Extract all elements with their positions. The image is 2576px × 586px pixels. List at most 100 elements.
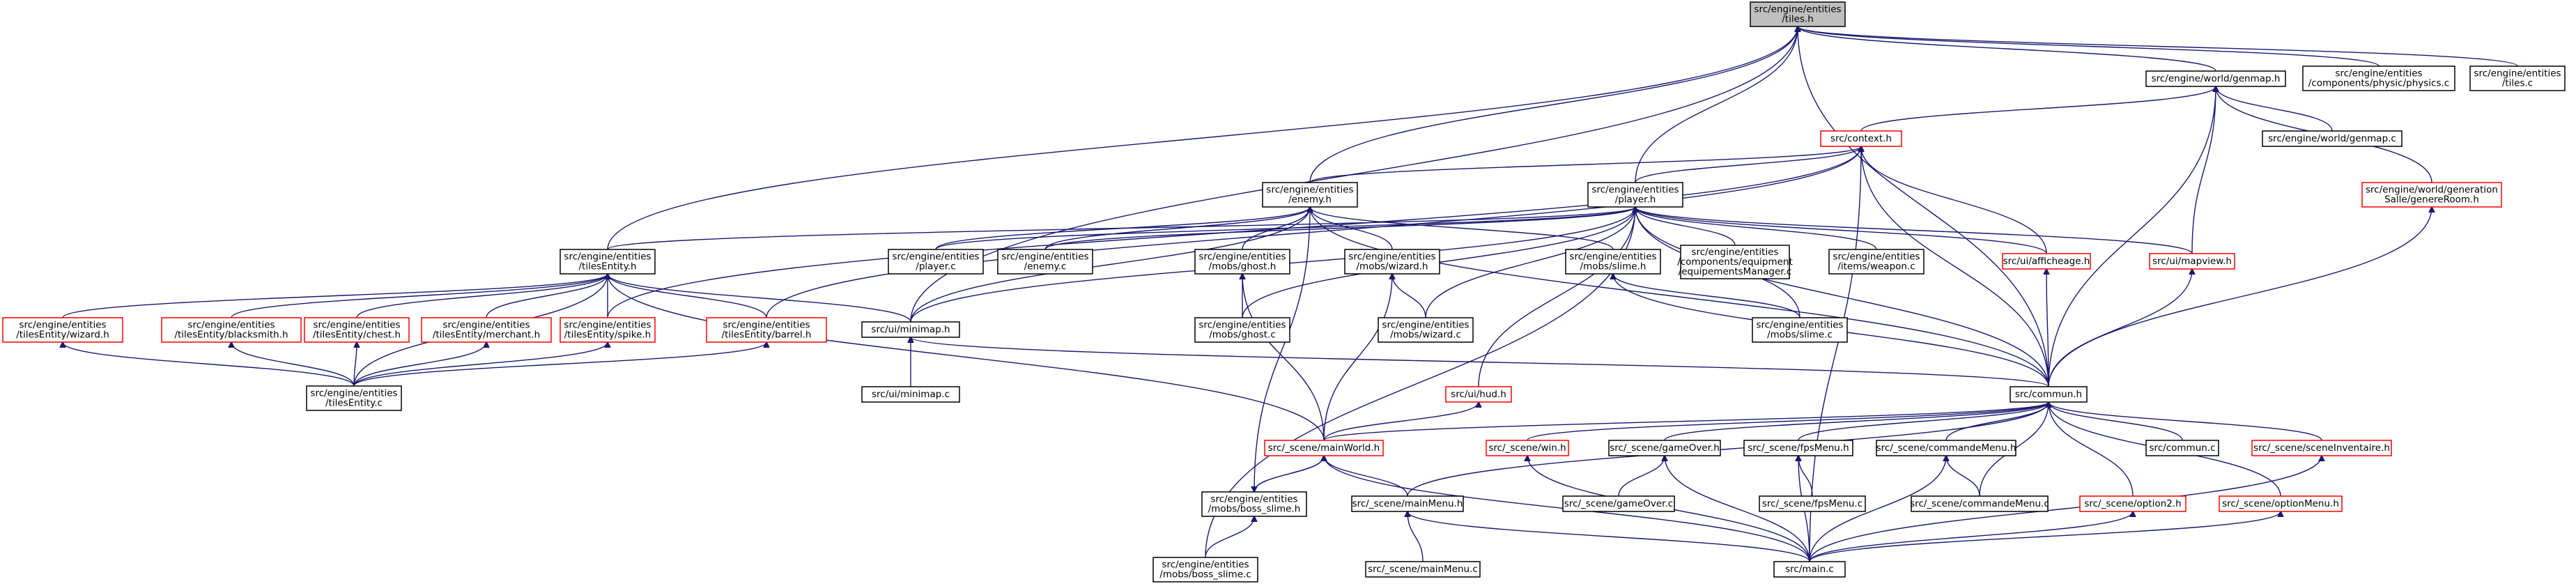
node-label-line: /tiles.c: [2502, 78, 2533, 89]
node-player-h[interactable]: src/engine/entities/player.h: [1587, 182, 1683, 208]
node-boss-slime-c[interactable]: src/engine/entities/mobs/boss_slime.c: [1152, 557, 1258, 583]
node-generationSalle[interactable]: src/engine/world/generationSalle/genereR…: [2361, 182, 2502, 208]
node-wizard-h-te[interactable]: src/engine/entities/tilesEntity/wizard.h: [2, 317, 123, 343]
edge-chest-h-to-tilesEntity-h: [356, 274, 608, 318]
edge-commun-h-to-player-h: [1635, 207, 2049, 387]
node-box: [1194, 317, 1290, 343]
node-afficheage-h[interactable]: src/ui/afficheage.h: [2002, 253, 2091, 270]
node-label-line: /tiles.h: [1782, 14, 1814, 25]
node-commandeMenu-h[interactable]: src/_scene/commandeMenu.h: [1876, 440, 2016, 456]
node-label-line: /enemy.h: [1288, 194, 1332, 206]
node-boss-slime-h[interactable]: src/engine/entities/mobs/boss_slime.h: [1201, 491, 1307, 517]
node-player-c[interactable]: src/engine/entities/player.c: [888, 249, 984, 275]
node-sceneInventaire-h[interactable]: src/_scene/sceneInventaire.h: [2251, 440, 2392, 456]
node-merchant-h[interactable]: src/engine/entities/tilesEntity/merchant…: [421, 317, 552, 343]
node-box: [861, 321, 960, 338]
node-label-line: src/engine/entities: [1833, 252, 1920, 263]
node-fpsMenu-c[interactable]: src/_scene/fpsMenu.c: [1759, 495, 1866, 512]
node-tilesEntity-h[interactable]: src/engine/entities/tilesEntity.h: [560, 249, 656, 275]
node-tiles-h[interactable]: src/engine/entities/tiles.h: [1750, 1, 1846, 27]
node-weapon-c[interactable]: src/engine/entities/items/weapon.c: [1828, 249, 1925, 275]
edge-slime-h-to-enemy-h: [1310, 207, 1614, 250]
node-wizard-c-mob[interactable]: src/engine/entities/mobs/wizard.c: [1378, 317, 1474, 343]
edge-commun-h-to-tiles-h: [1798, 26, 2049, 387]
edge-commun-h-to-mapview-h: [2048, 269, 2192, 387]
node-slime-c[interactable]: src/engine/entities/mobs/slime.c: [1752, 317, 1848, 343]
node-label-line: src/engine/entities: [723, 320, 810, 331]
edge-wizard-c-mob-to-player-h: [1425, 207, 1635, 318]
node-blacksmith-h[interactable]: src/engine/entities/tilesEntity/blacksmi…: [161, 317, 302, 343]
node-hud-h[interactable]: src/ui/hud.h: [1445, 386, 1512, 403]
node-box: [1759, 495, 1866, 512]
node-genmap-c[interactable]: src/engine/world/genmap.c: [2262, 130, 2403, 147]
node-commun-h[interactable]: src/commun.h: [2010, 386, 2088, 403]
node-wizard-h-mob[interactable]: src/engine/entities/mobs/wizard.h: [1344, 249, 1440, 275]
node-barrel-h[interactable]: src/engine/entities/tilesEntity/barrel.h: [706, 317, 827, 343]
node-gameOver-c[interactable]: src/_scene/gameOver.c: [1562, 495, 1675, 512]
node-mapview-h[interactable]: src/ui/mapview.h: [2149, 253, 2235, 270]
node-label-line: src/_scene/fpsMenu.h: [1748, 442, 1849, 454]
node-fpsMenu-h[interactable]: src/_scene/fpsMenu.h: [1743, 440, 1853, 456]
node-physics-c[interactable]: src/engine/entities/components/physic/ph…: [2302, 65, 2455, 91]
edge-tilesEntity-c-to-chest-h: [353, 342, 357, 387]
node-spike-h[interactable]: src/engine/entities/tilesEntity/spike.h: [560, 317, 656, 343]
node-mainMenu-h[interactable]: src/_scene/mainMenu.h: [1351, 495, 1464, 512]
node-label-line: src/engine/entities: [1756, 320, 1843, 331]
edge-mainWorld-h-to-commun-h: [1323, 402, 2049, 441]
node-label-line: src/engine/entities: [892, 252, 979, 263]
node-label-line: src/commun.c: [2149, 442, 2215, 454]
node-minimap-h[interactable]: src/ui/minimap.h: [861, 321, 960, 338]
node-label-line: src/_scene/option2.h: [2084, 498, 2181, 509]
edge-tilesEntity-c-to-wizard-h-te: [63, 342, 355, 387]
node-label-line: src/engine/entities: [2335, 68, 2422, 79]
node-minimap-c[interactable]: src/ui/minimap.c: [861, 386, 960, 403]
node-box: [1264, 440, 1384, 456]
node-label-line: src/_scene/mainMenu.c: [1368, 564, 1478, 575]
edge-tilesEntity-c-to-blacksmith-h: [231, 342, 355, 387]
edge-tilesEntity-h-to-tiles-h: [607, 26, 1798, 250]
node-slime-h[interactable]: src/engine/entities/mobs/slime.h: [1565, 249, 1661, 275]
node-label-line: /mobs/wizard.c: [1390, 330, 1461, 341]
node-box: [1608, 440, 1721, 456]
node-box: [1262, 182, 1358, 208]
node-chest-h[interactable]: src/engine/entities/tilesEntity/chest.h: [304, 317, 410, 343]
node-label-line: /tilesEntity.h: [578, 261, 636, 272]
node-tilesEntity-c[interactable]: src/engine/entities/tilesEntity.c: [306, 385, 402, 411]
node-win-h[interactable]: src/_scene/win.h: [1486, 440, 1569, 456]
node-main-c[interactable]: src/main.c: [1773, 561, 1846, 578]
edge-mapview-h-to-player-h: [1635, 207, 2193, 254]
node-gameOver-h[interactable]: src/_scene/gameOver.h: [1608, 440, 1721, 456]
node-optionMenu-h[interactable]: src/_scene/optionMenu.h: [2219, 495, 2343, 512]
node-ghost-c[interactable]: src/engine/entities/mobs/ghost.c: [1194, 317, 1290, 343]
node-genmap-h[interactable]: src/engine/world/genmap.h: [2145, 70, 2286, 87]
node-mainWorld-h[interactable]: src/_scene/mainWorld.h: [1264, 440, 1384, 456]
node-label-line: /components/equipment: [1677, 256, 1793, 268]
node-box: [1680, 245, 1790, 279]
node-label-line: /tilesEntity.c: [325, 398, 383, 409]
node-mainMenu-c[interactable]: src/_scene/mainMenu.c: [1365, 561, 1481, 578]
edge-commun-h-to-genmap-h: [2048, 86, 2216, 387]
edge-minimap-h-to-tilesEntity-h: [608, 274, 911, 323]
node-box: [1565, 249, 1661, 275]
node-context-h[interactable]: src/context.h: [1820, 130, 1902, 147]
edge-genmap-c-to-genmap-h: [2216, 86, 2333, 132]
node-enemy-h[interactable]: src/engine/entities/enemy.h: [1262, 182, 1358, 208]
edge-blacksmith-h-to-tilesEntity-h: [231, 274, 608, 318]
node-ghost-h[interactable]: src/engine/entities/mobs/ghost.h: [1194, 249, 1290, 275]
node-box: [1201, 491, 1307, 517]
edge-enemy-h-to-context-h: [1309, 146, 1861, 183]
node-commandeMenu-c[interactable]: src/_scene/commandeMenu.c: [1910, 495, 2049, 512]
node-equipementsManager[interactable]: src/engine/entities/components/equipment…: [1677, 245, 1793, 279]
node-label-line: src/engine/entities: [1591, 185, 1679, 196]
node-commun-c[interactable]: src/commun.c: [2145, 440, 2219, 456]
node-box: [2145, 70, 2286, 87]
edge-merchant-h-to-tilesEntity-h: [486, 274, 608, 318]
node-option2-h[interactable]: src/_scene/option2.h: [2079, 495, 2186, 512]
node-label-line: /mobs/slime.h: [1580, 261, 1646, 272]
node-enemy-c[interactable]: src/engine/entities/enemy.c: [997, 249, 1093, 275]
node-box: [1773, 561, 1846, 578]
node-tiles-c[interactable]: src/engine/entities/tiles.c: [2469, 65, 2566, 91]
node-label-line: src/_scene/mainWorld.h: [1268, 442, 1380, 454]
node-box: [2145, 440, 2219, 456]
